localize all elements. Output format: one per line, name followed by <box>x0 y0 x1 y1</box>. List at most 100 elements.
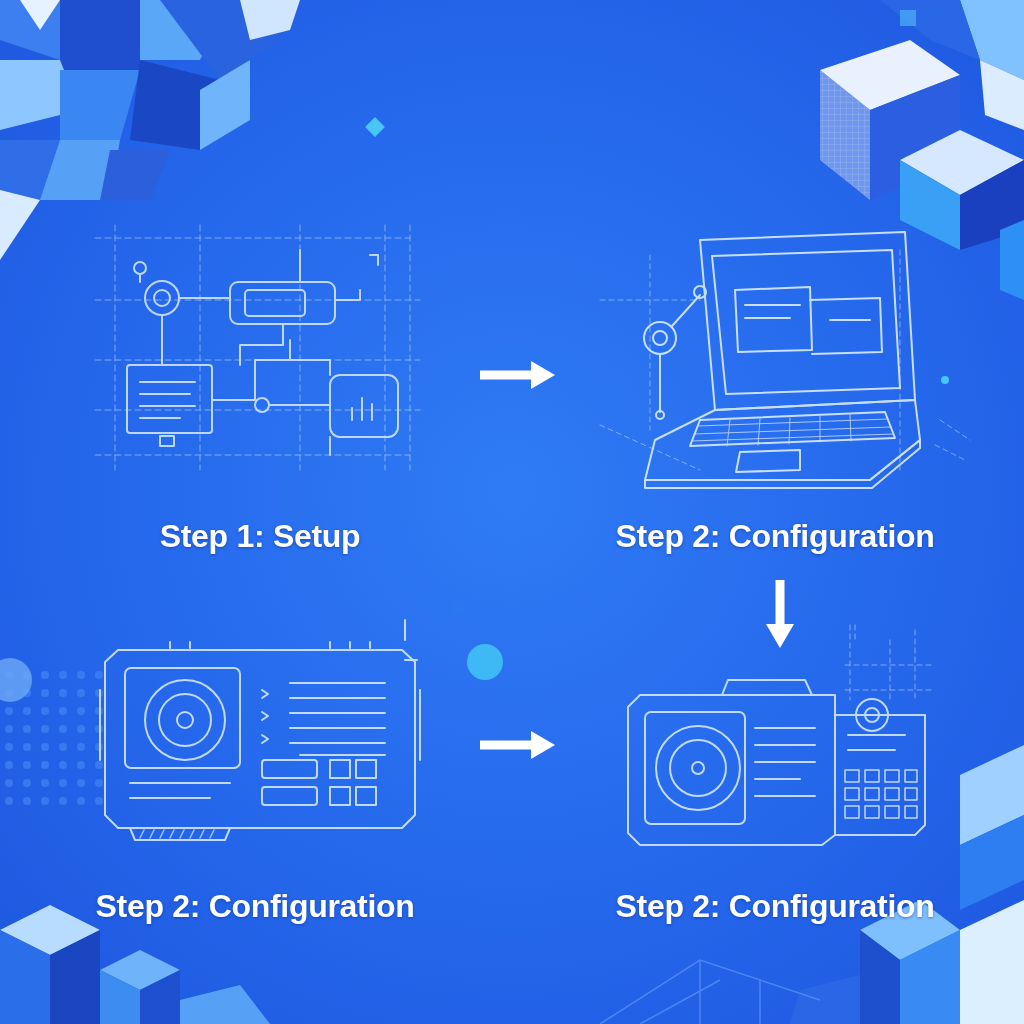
laptop-illustration-part <box>645 440 920 488</box>
device-illustration-right-part <box>845 770 917 818</box>
setup-illustration-part <box>352 398 372 420</box>
device-illustration-left-part <box>356 760 376 778</box>
device-illustration-left-part <box>125 668 240 768</box>
device-illustration-right-part-part <box>845 788 859 800</box>
device-illustration-left-part <box>145 680 225 760</box>
device-illustration-left-part <box>290 683 385 755</box>
device-illustration-right-part <box>628 695 835 845</box>
device-illustration-right-part-part <box>845 770 859 782</box>
step-panel: Step 2: Configuration <box>55 630 455 930</box>
step-caption: Step 2: Configuration <box>95 886 414 926</box>
device-illustration-left-part <box>405 620 417 660</box>
device-illustration-left-part-part <box>140 830 214 838</box>
corner-cubes-bottom-right-part <box>600 960 820 1024</box>
device-illustration-right-part <box>856 699 888 731</box>
step-panel: Step 2: Configuration <box>575 220 975 560</box>
device-illustration-right-part <box>722 680 812 695</box>
device-illustration-right-part <box>845 625 935 700</box>
device-illustration-left-part <box>159 694 211 746</box>
corner-cubes-top-left-part <box>200 60 250 150</box>
setup-illustration-part <box>134 262 146 274</box>
corner-cubes-top-right-part <box>820 70 870 200</box>
corner-cubes-bottom-left-part <box>0 930 50 1024</box>
device-illustration-left-part <box>130 828 230 840</box>
device-illustration-left-part <box>262 690 268 743</box>
device-illustration-right-part-part <box>905 806 917 818</box>
step-panel: Step 1: Setup <box>80 220 440 560</box>
device-illustration-left-part <box>177 712 193 728</box>
corner-cubes-bottom-right-part <box>790 975 860 1024</box>
laptop-illustration-part <box>745 305 870 320</box>
device-illustration-left <box>100 620 420 840</box>
laptop-illustration-part-part <box>600 250 970 470</box>
corner-cubes-top-left-part <box>20 0 60 30</box>
step-caption: Step 2: Configuration <box>615 516 934 556</box>
setup-illustration-part-part <box>115 225 410 470</box>
laptop-illustration-part-part <box>692 419 893 441</box>
device-illustration-right-part-part <box>885 770 899 782</box>
laptop-illustration-part <box>644 322 676 354</box>
corner-cubes-top-left-part <box>100 150 170 200</box>
setup-illustration-part <box>269 340 330 455</box>
laptop-illustration-part <box>700 232 915 410</box>
setup-illustration-part <box>140 274 230 365</box>
corner-dots-left-part <box>0 658 32 702</box>
step-caption: Step 2: Configuration <box>615 886 934 926</box>
device-illustration-left-part <box>140 830 214 838</box>
corner-dots-left <box>0 602 503 810</box>
corner-cubes-top-left-part <box>365 117 385 137</box>
setup-illustration-part <box>127 365 212 433</box>
corner-cubes-top-right <box>820 0 1024 384</box>
laptop-illustration-part <box>690 412 895 446</box>
device-illustration-right-part <box>645 712 745 824</box>
corner-cubes-bottom-right-part <box>860 930 900 1024</box>
laptop-illustration-part <box>692 415 893 446</box>
device-illustration-right-part <box>755 728 815 796</box>
corner-cubes-bottom-left-part <box>140 970 180 1024</box>
device-illustration-right-part-part <box>845 625 935 700</box>
device-illustration-right-part <box>848 735 905 750</box>
device-illustration-right-part <box>865 708 879 722</box>
laptop-illustration-part <box>653 331 667 345</box>
setup-illustration-part <box>160 436 174 446</box>
flow-arrow <box>480 371 543 380</box>
device-illustration-left-part <box>262 787 317 805</box>
corner-cubes-top-right-part <box>880 0 980 60</box>
laptop-illustration-part-part <box>727 415 851 446</box>
device-illustration-right-part-part <box>905 770 917 782</box>
corner-cubes-bottom-right-part <box>960 900 1024 1024</box>
corner-dots-left-part <box>467 644 503 680</box>
corner-cubes-bottom-right <box>600 745 1024 1024</box>
laptop-illustration <box>600 232 970 488</box>
corner-cubes-bottom-right-part <box>900 930 960 1024</box>
setup-illustration-part <box>245 290 305 316</box>
device-illustration-right-part <box>835 715 925 835</box>
corner-cubes-top-left-part <box>240 0 300 40</box>
setup-illustration-part <box>95 225 420 470</box>
laptop-illustration-part <box>694 286 706 298</box>
laptop-illustration-part <box>600 250 970 470</box>
corner-cubes-top-left-part <box>60 70 140 140</box>
corner-dots-left-part <box>452 602 464 614</box>
setup-illustration-part-part <box>95 238 420 455</box>
device-illustration-right <box>628 625 935 845</box>
device-illustration-left-part <box>330 760 350 778</box>
corner-cubes-top-right-part <box>1000 220 1024 300</box>
device-illustration-left-part <box>100 690 420 760</box>
laptop-illustration-part <box>810 298 882 354</box>
corner-cubes-top-left <box>0 0 385 260</box>
corner-cubes-bottom-left-part <box>180 985 270 1024</box>
laptop-illustration-part <box>712 250 900 394</box>
setup-illustration-part <box>140 382 195 418</box>
corner-cubes-top-right-part <box>820 70 870 200</box>
setup-illustration-part <box>154 290 170 306</box>
device-illustration-right-part-part <box>885 806 899 818</box>
device-illustration-right-part-part <box>865 770 879 782</box>
laptop-illustration-part <box>660 295 700 412</box>
setup-illustration <box>95 225 420 470</box>
step-caption: Step 1: Setup <box>160 516 361 556</box>
corner-cubes-bottom-left-part <box>100 970 140 1024</box>
